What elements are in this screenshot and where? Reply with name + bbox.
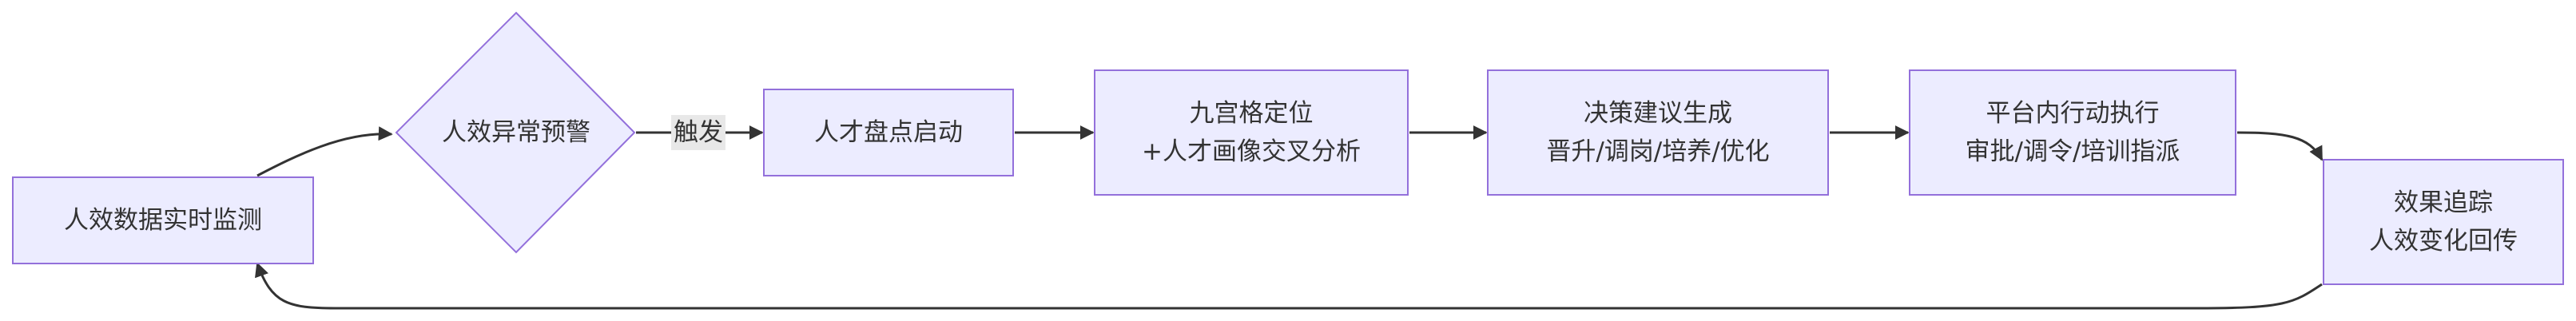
node-review-start-label: 人才盘点启动	[814, 118, 963, 147]
node-ninebox-line2: +人才画像交叉分析	[1142, 137, 1361, 166]
node-ninebox-line1: 九宫格定位	[1190, 99, 1314, 128]
node-track-box	[2323, 159, 2564, 285]
edges	[255, 125, 2324, 310]
node-review-start[interactable]: 人才盘点启动	[763, 89, 1014, 176]
node-execute[interactable]: 平台内行动执行 审批/调令/培训指派	[1909, 69, 2236, 196]
node-alert-label: 人效异常预警	[442, 118, 590, 147]
node-monitor-label: 人效数据实时监测	[64, 206, 262, 235]
edge-execute-to-track	[2236, 131, 2324, 161]
node-track-line2: 人效变化回传	[2369, 227, 2518, 256]
node-decision-line1: 决策建议生成	[1584, 99, 1732, 128]
edge-label-bg	[671, 115, 725, 150]
node-execute-line2: 审批/调令/培训指派	[1966, 137, 2180, 166]
node-decision[interactable]: 决策建议生成 晋升/调岗/培养/优化	[1487, 69, 1829, 196]
node-alert-diamond	[395, 11, 636, 254]
node-decision-line2: 晋升/调岗/培养/优化	[1546, 137, 1769, 166]
node-review-start-box	[763, 89, 1014, 176]
node-alert[interactable]: 人效异常预警	[395, 11, 636, 254]
node-ninebox-box	[1094, 69, 1409, 196]
node-monitor[interactable]: 人效数据实时监测	[12, 176, 314, 264]
edge-label-trigger: 触发	[671, 115, 725, 150]
edge-label-text: 触发	[674, 118, 723, 147]
node-ninebox[interactable]: 九宫格定位 +人才画像交叉分析	[1094, 69, 1409, 196]
node-execute-box	[1909, 69, 2236, 196]
edge-monitor-to-alert	[256, 126, 393, 177]
node-decision-box	[1487, 69, 1829, 196]
node-track[interactable]: 效果追踪 人效变化回传	[2323, 159, 2564, 285]
edge-track-to-monitor	[255, 262, 2323, 310]
node-track-line1: 效果追踪	[2394, 188, 2493, 217]
node-monitor-box	[12, 176, 314, 264]
node-execute-line1: 平台内行动执行	[1986, 99, 2160, 128]
